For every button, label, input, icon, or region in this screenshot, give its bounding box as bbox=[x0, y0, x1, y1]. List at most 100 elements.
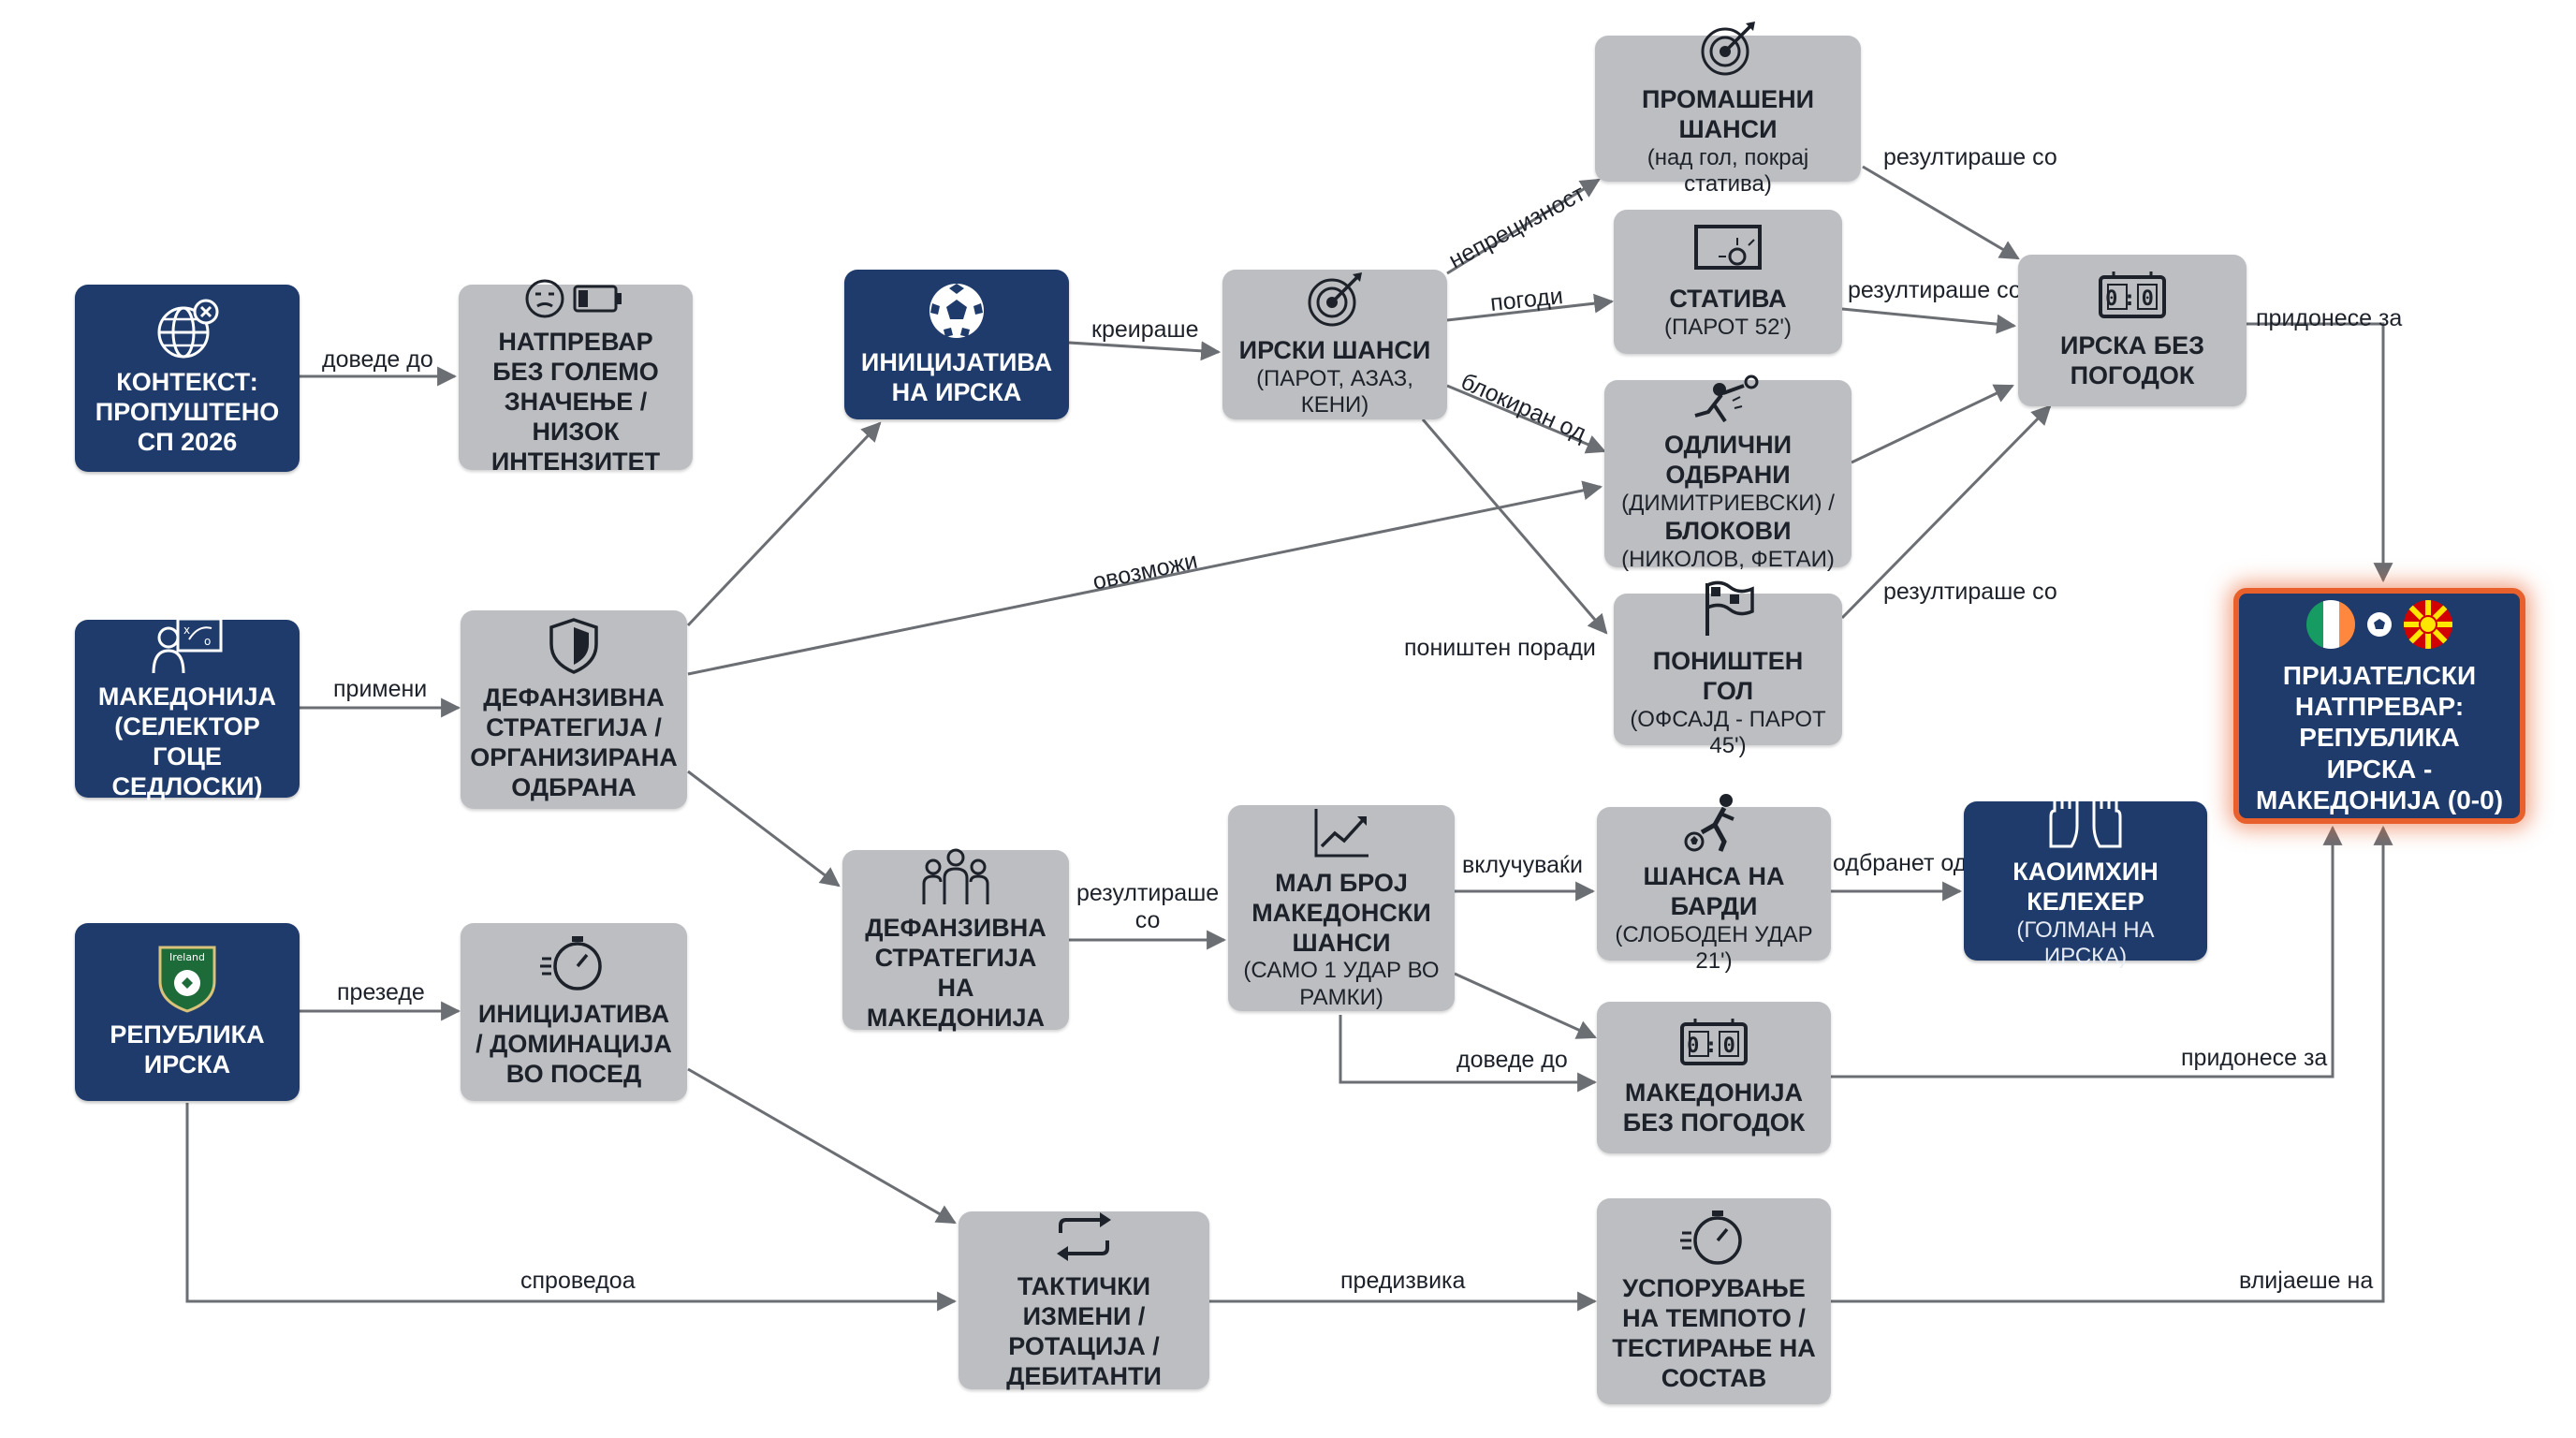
edge-chances-saves bbox=[1446, 384, 1606, 454]
edge-chances-post bbox=[1446, 293, 1615, 322]
bored-face-battery-icon bbox=[524, 277, 627, 320]
node-title: КАОИМХИН КЕЛЕХЕР bbox=[2012, 857, 2159, 916]
edge-label-includes: вклучуваќи bbox=[1462, 852, 1583, 878]
svg-text:0:0: 0:0 bbox=[2105, 287, 2159, 311]
node-bardi-chance: ШАНСА НА БАРДИ (СЛОБОДЕН УДАР 21') bbox=[1597, 793, 1831, 974]
edge-noirishgoal-final bbox=[2247, 322, 2393, 583]
node-tactical-changes: ТАКТИЧКИ ИЗМЕНИ / РОТАЦИЈА / ДЕБИТАНТИ bbox=[959, 1209, 1209, 1390]
edge-tempo-final bbox=[1831, 825, 2393, 1303]
trend-chart-icon bbox=[1310, 805, 1372, 861]
goalkeeper-save-icon bbox=[1691, 374, 1764, 427]
node-subtitle-2: (НИКОЛОВ, ФЕТАИ) bbox=[1621, 546, 1835, 572]
edge-label-influenced: влијаеше на bbox=[2239, 1268, 2374, 1294]
node-subtitle: (ГОЛМАН НА ИРСКА) bbox=[2016, 917, 2155, 969]
node-title: МАКЕДОНИЈА (СЕЛЕКТОР ГОЦЕ СЕДЛОСКИ) bbox=[97, 682, 277, 800]
node-title: ИНИЦИЈАТИВА НА ИРСКА bbox=[860, 348, 1053, 406]
node-missed-chances: ПРОМАШЕНИ ШАНСИ (над гол, покрај статива… bbox=[1595, 21, 1861, 197]
edge-mknogoal-final bbox=[1831, 825, 2343, 1078]
edge-defstrategy-initiative bbox=[686, 421, 882, 627]
edge-label-created: креираше bbox=[1091, 316, 1199, 343]
edge-label-took-over: презеде bbox=[337, 979, 425, 1005]
edge-label-contributed-to-2: придонесе за bbox=[2181, 1045, 2328, 1071]
ireland-crest-icon: Ireland bbox=[154, 944, 220, 1013]
node-mk-no-goals: 0:0 МАКЕДОНИЈА БЕЗ ПОГОДОК bbox=[1597, 1002, 1831, 1153]
node-subtitle: (СЛОБОДЕН УДАР 21') bbox=[1615, 921, 1813, 974]
node-low-intensity: НАТПРЕВАР БЕЗ ГОЛЕМО ЗНАЧЕЊЕ / НИЗОК ИНТ… bbox=[459, 279, 693, 476]
edge-label-contributed-to: придонесе за bbox=[2256, 305, 2403, 331]
node-title: СТАТИВА bbox=[1669, 284, 1787, 313]
stopwatch-icon bbox=[540, 934, 607, 992]
node-subtitle: (ПАРОТ 52') bbox=[1664, 314, 1792, 340]
edge-label-led-to: доведе до bbox=[322, 346, 433, 373]
shield-icon bbox=[546, 616, 602, 676]
node-subtitle: (САМО 1 УДАР ВО РАМКИ) bbox=[1243, 958, 1440, 1010]
edge-defstrategy-saves bbox=[687, 480, 1603, 676]
swap-arrows-icon bbox=[1053, 1209, 1115, 1265]
node-title: ОДЛИЧНИ ОДБРАНИ bbox=[1663, 430, 1793, 489]
player-kick-icon bbox=[1683, 793, 1745, 855]
scoreboard-icon: 0:0 bbox=[1678, 1017, 1749, 1071]
edge-defstrategy-mkdef bbox=[687, 770, 841, 888]
node-irish-chances: ИРСКИ ШАНСИ (ПАРОТ, АЗАЗ, КЕНИ) bbox=[1222, 270, 1447, 419]
edge-label-defended-by: одбранет од bbox=[1833, 850, 1968, 876]
edge-label-caused: предизвика bbox=[1340, 1268, 1466, 1294]
node-post: СТАТИВА (ПАРОТ 52') bbox=[1614, 210, 1842, 354]
node-ireland: Ireland РЕПУБЛИКА ИРСКА bbox=[75, 923, 300, 1101]
edge-label-resulted-in-2: резултираше со bbox=[1848, 277, 2022, 303]
node-title-2: БЛОКОВИ bbox=[1664, 516, 1792, 545]
node-ireland-no-goals: 0:0 ИРСКА БЕЗ ПОГОДОК bbox=[2018, 255, 2247, 406]
edge-saves-noirishgoal bbox=[1851, 384, 2014, 464]
edge-label-resulted-in-1: резултираше со bbox=[1883, 144, 2057, 170]
edge-disallowed-noirishgoal bbox=[1840, 404, 2052, 620]
edge-label-disallowed-due: поништен поради bbox=[1404, 635, 1596, 661]
node-mk-def-strategy: ДЕФАНЗИВНА СТРАТЕГИЈА НА МАКЕДОНИЈА bbox=[842, 848, 1069, 1032]
node-title: ИНИЦИЈАТИВА / ДОМИНАЦИЈА ВО ПОСЕД bbox=[476, 1000, 672, 1088]
node-title: МАКЕДОНИЈА БЕЗ ПОГОДОК bbox=[1622, 1078, 1806, 1137]
node-tempo: УСПОРУВАЊЕ НА ТЕМПОТО / ТЕСТИРАЊЕ НА СОС… bbox=[1597, 1198, 1831, 1404]
node-subtitle: (над гол, покрај статива) bbox=[1647, 144, 1809, 197]
team-group-icon bbox=[920, 846, 991, 906]
node-title: КОНТЕКСТ: ПРОПУШТЕНО СП 2026 bbox=[95, 368, 280, 456]
edge-label-led-to-2: доведе до bbox=[1456, 1047, 1568, 1073]
node-title: НАТПРЕВАР БЕЗ ГОЛЕМО ЗНАЧЕЊЕ / НИЗОК ИНТ… bbox=[490, 328, 661, 476]
goal-post-icon bbox=[1692, 223, 1764, 277]
target-icon bbox=[1697, 20, 1759, 78]
flags-ball-icon bbox=[2303, 596, 2456, 653]
node-ireland-initiative: ИНИЦИЈАТИВА НА ИРСКА bbox=[844, 270, 1069, 419]
node-subtitle: (ОФСАЈД - ПАРОТ 45') bbox=[1630, 706, 1826, 758]
target-icon bbox=[1304, 271, 1366, 329]
svg-text:0:0: 0:0 bbox=[1687, 1034, 1741, 1058]
node-title: ДЕФАНЗИВНА СТРАТЕГИЈА / ОРГАНИЗИРАНА ОДБ… bbox=[470, 683, 678, 801]
node-saves: ОДЛИЧНИ ОДБРАНИ (ДИМИТРИЕВСКИ) / БЛОКОВИ… bbox=[1604, 374, 1852, 572]
node-title: ИРСКИ ШАНСИ bbox=[1238, 335, 1431, 364]
edge-missed-noirishgoal bbox=[1862, 165, 2020, 260]
goalkeeper-gloves-icon bbox=[2043, 792, 2128, 850]
edge-post-noirishgoal bbox=[1841, 307, 2017, 334]
edge-chances-disallowed bbox=[1421, 418, 1608, 635]
svg-text:x: x bbox=[183, 624, 190, 637]
node-final: ПРИЈАТЕЛСКИ НАТПРЕВАР: РЕПУБЛИКА ИРСКА -… bbox=[2233, 588, 2525, 824]
node-title: ТАКТИЧКИ ИЗМЕНИ / РОТАЦИЈА / ДЕБИТАНТИ bbox=[1006, 1272, 1162, 1390]
node-title: ПРИЈАТЕЛСКИ НАТПРЕВАР: РЕПУБЛИКА ИРСКА -… bbox=[2255, 661, 2504, 814]
edge-fewchances-mknogoal-2 bbox=[1339, 1015, 1598, 1093]
soccer-ball-icon bbox=[927, 281, 987, 341]
node-context: КОНТЕКСТ: ПРОПУШТЕНО СП 2026 bbox=[75, 285, 300, 472]
node-title: ШАНСА НА БАРДИ bbox=[1643, 861, 1785, 920]
svg-text:Ireland: Ireland bbox=[169, 951, 205, 963]
stopwatch-icon bbox=[1680, 1209, 1748, 1267]
svg-text:o: o bbox=[204, 635, 211, 648]
scoreboard-icon: 0:0 bbox=[2097, 270, 2168, 324]
offside-flag-icon bbox=[1698, 580, 1758, 639]
node-kelleher: КАОИМХИН КЕЛЕХЕР (ГОЛМАН НА ИРСКА) bbox=[1964, 792, 2207, 969]
node-title: ДЕФАНЗИВНА СТРАТЕГИЈА НА МАКЕДОНИЈА bbox=[865, 914, 1046, 1032]
globe-x-icon bbox=[154, 299, 221, 360]
edge-initiative-chances bbox=[1068, 341, 1222, 361]
edge-ireland-tactical bbox=[185, 1103, 958, 1312]
edge-label-resulted-in-3: резултираше со bbox=[1883, 579, 2057, 605]
node-few-chances: МАЛ БРОЈ МАКЕДОНСКИ ШАНСИ (САМО 1 УДАР В… bbox=[1228, 805, 1455, 1011]
node-title: ПОНИШТЕН ГОЛ bbox=[1652, 646, 1804, 705]
